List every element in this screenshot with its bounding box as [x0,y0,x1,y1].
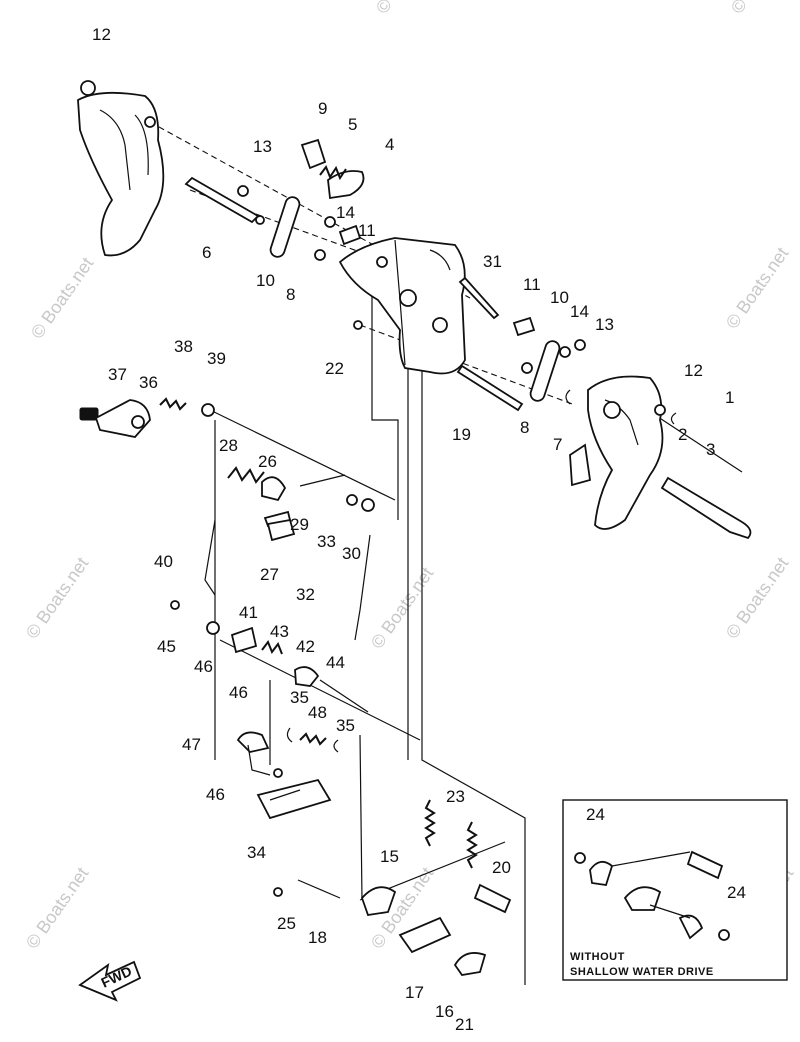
callout-17: 17 [405,983,424,1002]
callout-12: 12 [92,25,111,44]
callout-40: 40 [154,552,173,571]
watermark: © Boats.net [22,864,92,953]
watermark: © Boats.net [372,0,442,17]
callout-3: 3 [706,440,715,459]
bolts [184,176,752,540]
callout-8: 8 [520,418,529,437]
callout-20: 20 [492,858,511,877]
callout-33: 33 [317,532,336,551]
callout-42: 42 [296,637,315,656]
links-and-spacers [237,138,677,425]
watermark: © Boats.net [727,0,797,17]
callout-26: 26 [258,452,277,471]
right-steering-bracket [569,375,666,530]
tilt-lock-group [273,799,512,976]
left-steering-bracket [77,80,165,257]
callout-27: 27 [260,565,279,584]
callout-24: 24 [727,883,746,902]
inset-without-shallow-water-drive: WITHOUT SHALLOW WATER DRIVE [562,799,788,981]
watermark: © Boats.net [367,564,437,653]
watermark: © Boats.net [22,554,92,643]
callout-44: 44 [326,653,345,672]
callout-5: 5 [348,115,357,134]
callout-8: 8 [286,285,295,304]
callout-14: 14 [336,203,355,222]
callout-46: 46 [194,657,213,676]
callout-2: 2 [678,425,687,444]
inset-caption-line2: SHALLOW WATER DRIVE [570,966,714,978]
callout-10: 10 [550,288,569,307]
callout-18: 18 [308,928,327,947]
callout-16: 16 [435,1002,454,1021]
callout-48: 48 [308,703,327,722]
callout-19: 19 [452,425,471,444]
callout-11: 11 [523,275,541,294]
callout-45: 45 [157,637,176,656]
callout-30: 30 [342,544,361,563]
callout-46: 46 [229,683,248,702]
callout-4: 4 [385,135,394,154]
callout-31: 31 [483,252,502,271]
callout-39: 39 [207,349,226,368]
callout-11: 11 [358,221,376,240]
callout-12: 12 [684,361,703,380]
callout-23: 23 [446,787,465,806]
callout-7: 7 [553,435,562,454]
callout-46: 46 [206,785,225,804]
callout-38: 38 [174,337,193,356]
callout-43: 43 [270,622,289,641]
callout-15: 15 [380,847,399,866]
callout-25: 25 [277,914,296,933]
lever-group [79,397,375,641]
callout-32: 32 [296,585,315,604]
callout-13: 13 [253,137,272,156]
swivel-bracket [338,237,466,375]
callout-37: 37 [108,365,127,384]
callout-13: 13 [595,315,614,334]
callout-22: 22 [325,359,344,378]
callout-21: 21 [455,1015,474,1034]
watermark: © Boats.net [27,254,97,343]
callout-9: 9 [318,99,327,118]
watermark: © Boats.net [722,554,792,643]
fwd-arrow: FWD [78,960,142,1002]
callout-6: 6 [202,243,211,262]
watermark: © Boats.net [722,244,792,333]
callout-1: 1 [725,388,734,407]
callout-35: 35 [290,688,309,707]
callouts: 1 2 3 4 5 6 7 8 8 9 10 10 11 11 12 12 13… [92,25,746,1034]
callout-35: 35 [336,716,355,735]
callout-36: 36 [139,373,158,392]
cam-group [170,600,369,820]
callout-41: 41 [239,603,258,622]
callout-24: 24 [586,805,605,824]
inset-caption-line1: WITHOUT [570,951,625,963]
callout-47: 47 [182,735,201,754]
callout-34: 34 [247,843,266,862]
callout-10: 10 [256,271,275,290]
callout-14: 14 [570,302,589,321]
callout-28: 28 [219,436,238,455]
callout-29: 29 [290,515,309,534]
